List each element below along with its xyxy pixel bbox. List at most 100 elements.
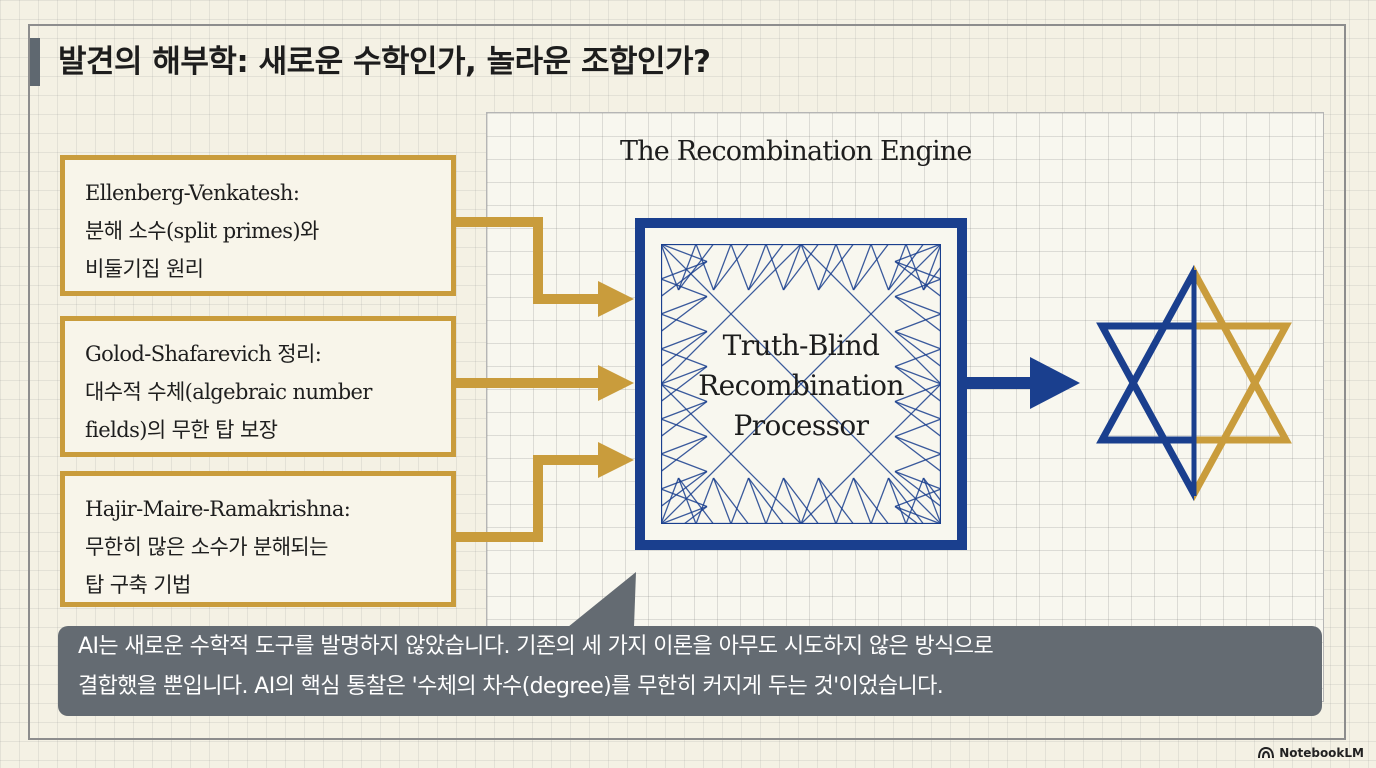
lattice-line [730, 477, 750, 524]
title-accent-bar [30, 38, 40, 86]
brand-label: NotebookLM [1279, 746, 1364, 760]
lattice-line [894, 383, 941, 403]
lattice-border [661, 244, 941, 524]
callout-text: AI는 새로운 수학적 도구를 발명하지 않았습니다. 기존의 세 가지 이론을… [78, 634, 994, 699]
lattice-line [661, 330, 708, 368]
lattice-line [852, 477, 890, 524]
lattice-line [817, 477, 855, 524]
lattice-line [695, 244, 715, 291]
lattice-line [661, 400, 708, 420]
lattice-line [894, 435, 941, 473]
lattice-line [800, 477, 820, 524]
engine-title: The Recombination Engine [620, 136, 972, 167]
lattice-line [661, 295, 708, 333]
lattice-line [894, 330, 941, 368]
lattice-line [800, 383, 941, 524]
lattice-line [661, 348, 708, 368]
lattice-line [661, 477, 680, 524]
lattice-line [782, 244, 820, 291]
lattice-line [677, 244, 697, 291]
lattice-line [894, 453, 941, 473]
lattice-line [661, 435, 708, 473]
arrow-input-3 [456, 442, 634, 542]
callout-bubble [58, 572, 1322, 716]
arrow-input-2 [456, 365, 634, 401]
lattice-line [661, 470, 708, 508]
lattice-line [782, 477, 820, 524]
lattice-line [661, 418, 708, 438]
lattice-line [712, 477, 750, 524]
lattice-line [661, 383, 708, 403]
lattice-line [894, 400, 941, 420]
lattice-line [661, 505, 708, 524]
lattice-line [661, 278, 708, 298]
six-pointed-star-icon [1096, 264, 1292, 502]
recombination-processor: Truth-Blind Recombination Processor [635, 218, 967, 550]
lattice-line [661, 260, 708, 280]
lattice-line [677, 244, 715, 291]
lattice-line [894, 435, 941, 455]
notebooklm-logo-icon [1258, 747, 1275, 759]
lattice-line [747, 477, 767, 524]
lattice-line [730, 244, 750, 291]
lattice-line [922, 244, 941, 291]
lattice-line [661, 400, 708, 438]
lattice-line [852, 244, 872, 291]
lattice-line [661, 244, 680, 291]
input-body: 무한히 많은 소수가 분해되는 탑 구축 기법 [85, 535, 328, 597]
lattice-line [894, 295, 941, 333]
input-heading: Golod-Shafarevich 정리: [85, 342, 322, 366]
lattice-line [894, 244, 941, 263]
processor-label: Truth-Blind Recombination Processor [698, 329, 904, 442]
lattice-line [747, 244, 767, 291]
lattice-line [894, 278, 941, 298]
lattice-pattern-icon [661, 244, 941, 524]
lattice-line [800, 244, 941, 385]
lattice-line [695, 477, 715, 524]
lattice-line [712, 477, 732, 524]
lattice-line [747, 244, 785, 291]
lattice-line [661, 244, 708, 263]
slide-title: 발견의 해부학: 새로운 수학인가, 놀라운 조합인가? [58, 44, 711, 80]
lattice-line [887, 244, 925, 291]
lattice-line [712, 244, 732, 291]
lattice-line [817, 244, 837, 291]
lattice-line [765, 477, 785, 524]
lattice-line [870, 244, 890, 291]
lattice-line [894, 313, 941, 333]
lattice-line [870, 477, 890, 524]
lattice-line [661, 244, 941, 524]
lattice-line [661, 260, 708, 298]
lattice-line [661, 435, 708, 455]
lattice-line [894, 470, 941, 508]
lattice-line [887, 477, 925, 524]
input-box-golod-shafarevich: Golod-Shafarevich 정리: 대수적 수체(algebraic n… [60, 316, 456, 457]
lattice-line [894, 505, 941, 524]
lattice-line [782, 477, 802, 524]
input-box-ellenberg-venkatesh: Ellenberg-Venkatesh: 분해 소수(split primes)… [60, 155, 456, 296]
lattice-line [894, 400, 941, 438]
lattice-line [765, 244, 785, 291]
lattice-line [661, 313, 708, 333]
lattice-line [852, 244, 890, 291]
input-heading: Ellenberg-Venkatesh: [85, 181, 300, 205]
lattice-line [682, 505, 708, 524]
lattice-line [894, 365, 941, 385]
lattice-line [817, 477, 837, 524]
lattice-line [905, 244, 925, 291]
lattice-line [661, 470, 708, 490]
lattice-line [661, 365, 708, 385]
lattice-line [817, 244, 855, 291]
lattice-line [661, 244, 802, 385]
lattice-line [894, 260, 941, 298]
lattice-line [712, 244, 750, 291]
lattice-line [922, 477, 941, 503]
arrow-output [967, 357, 1080, 409]
lattice-line [922, 477, 941, 524]
lattice-line [782, 244, 802, 291]
lattice-line [887, 244, 907, 291]
brand-watermark: NotebookLM [1258, 744, 1364, 762]
lattice-line [922, 265, 941, 291]
lattice-line [835, 244, 855, 291]
lattice-line [894, 470, 941, 490]
